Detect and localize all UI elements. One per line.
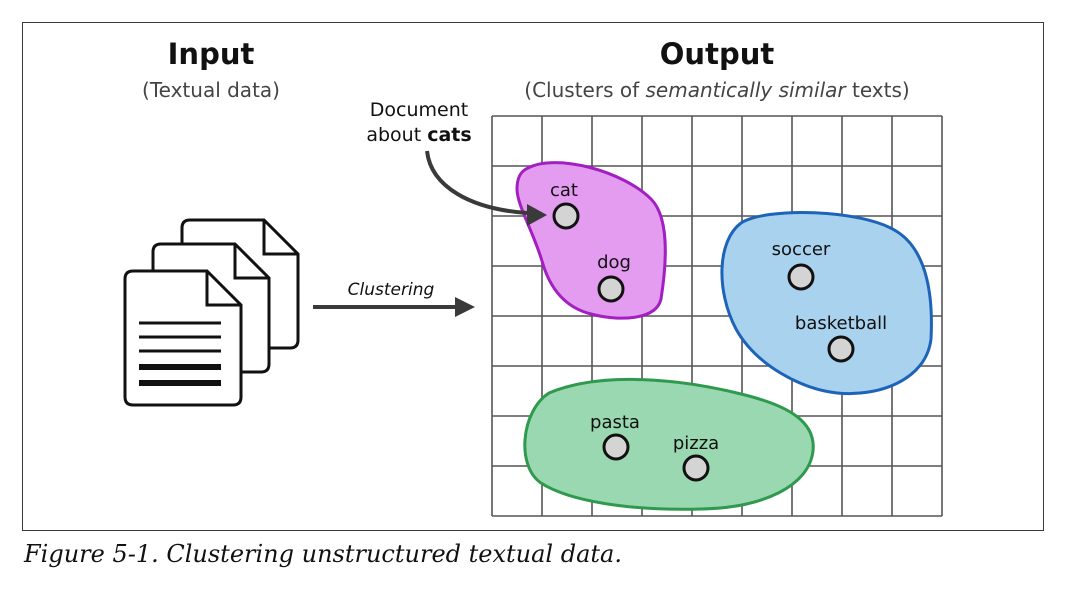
figure-frame: Input (Textual data) Output (Clusters of… [22,22,1044,531]
cluster-sports-blob [720,211,933,396]
document-stack-icon [123,218,300,407]
node-label-dog: dog [597,252,631,273]
node-label-basketball: basketball [795,313,887,334]
annotation-arrow [425,150,547,226]
node-pasta [602,433,630,461]
output-subtitle: (Clusters of semantically similar texts) [524,78,909,102]
node-pizza [682,454,710,482]
clustering-diagram: Input (Textual data) Output (Clusters of… [123,37,943,517]
node-dog [597,275,625,303]
clustering-label: Clustering [348,280,435,300]
cluster-food-blob [523,377,815,511]
input-title: Input [168,37,255,71]
figure-caption: Figure 5-1. Clustering unstructured text… [24,540,622,568]
node-cat [552,202,580,230]
node-basketball [827,335,855,363]
node-label-cat: cat [550,180,578,201]
clustering-arrow [313,297,475,317]
node-label-pasta: pasta [590,412,640,433]
annotation-line-1: Document [370,99,468,121]
annotation-line-2: about cats [366,124,471,146]
node-soccer [787,263,815,291]
node-label-pizza: pizza [673,433,719,454]
output-title: Output [660,37,775,71]
node-label-soccer: soccer [772,239,831,260]
cluster-animals-blob [515,161,667,320]
document-front-icon [123,269,243,407]
input-subtitle: (Textual data) [142,78,280,102]
